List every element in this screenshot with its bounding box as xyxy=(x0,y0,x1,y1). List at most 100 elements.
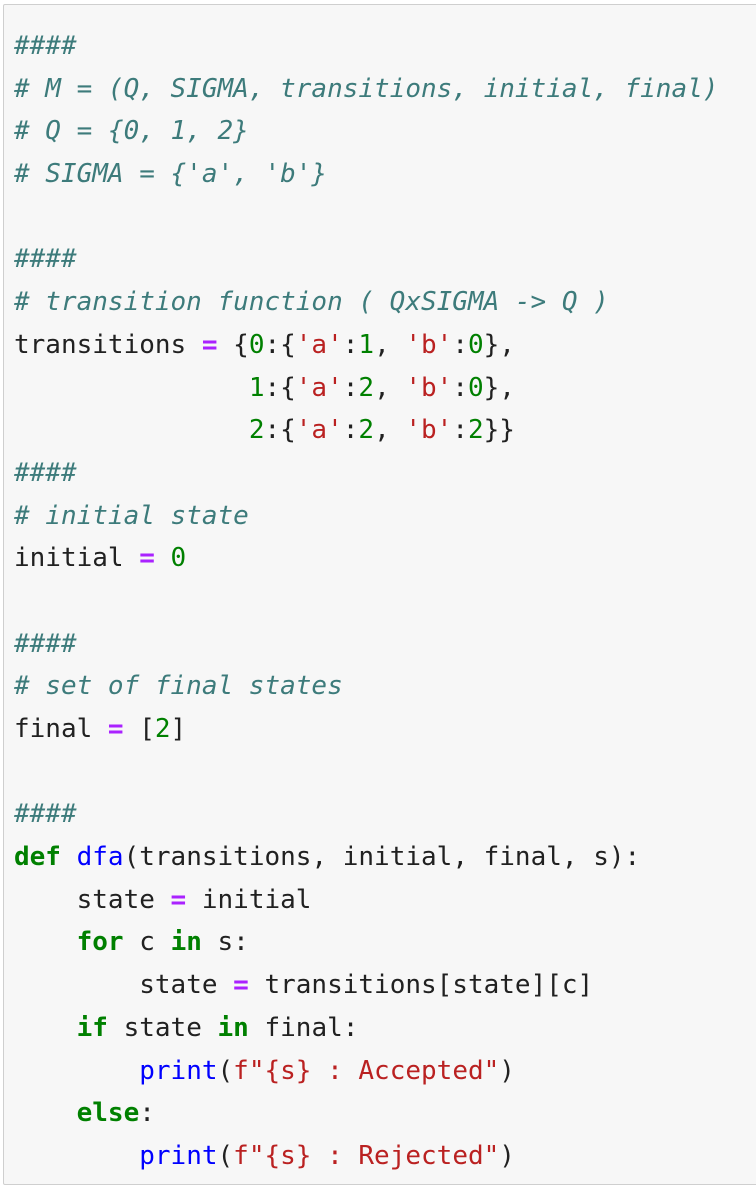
code-token-func: print xyxy=(139,1055,218,1086)
code-token-keyword: in xyxy=(217,1012,249,1043)
code-token-string: 'a' xyxy=(295,415,343,446)
code-token-punct xyxy=(14,373,249,403)
code-token-name: state xyxy=(107,1012,218,1043)
code-token-number: 1 xyxy=(358,329,375,360)
code-token-number: 0 xyxy=(170,543,187,574)
code-token-punct: :{ xyxy=(264,329,296,360)
code-token-punct xyxy=(155,543,171,573)
code-line: #### xyxy=(14,793,718,836)
code-token-comment: # initial state xyxy=(14,500,249,531)
code-token-punct: ] xyxy=(170,714,187,744)
code-token-punct xyxy=(14,970,139,1000)
code-line: # set of final states xyxy=(14,665,718,708)
code-token-comment: # Q = {0, 1, 2} xyxy=(14,116,249,147)
code-token-operator: = xyxy=(170,884,187,915)
code-token-punct: , xyxy=(374,415,406,446)
code-token-string: 'b' xyxy=(405,415,453,446)
code-block[interactable]: #### # M = (Q, SIGMA, transitions, initia… xyxy=(14,25,718,1178)
code-line: # Q = {0, 1, 2} xyxy=(14,110,718,153)
code-token-number: 1 xyxy=(248,372,265,403)
code-token-comment: #### xyxy=(14,244,77,275)
code-token-punct: ) xyxy=(499,1055,515,1086)
code-token-punct: : xyxy=(452,329,468,360)
code-token-punct: : xyxy=(139,1098,155,1129)
code-token-number: 0 xyxy=(468,329,484,360)
code-line: print(f"{s} : Rejected") xyxy=(14,1135,718,1178)
code-token-name: c xyxy=(123,927,171,958)
code-token-comment: # M = (Q, SIGMA, transitions, initial, f… xyxy=(14,73,719,104)
code-token-keyword: in xyxy=(170,927,202,958)
code-token-operator: = xyxy=(139,543,155,574)
code-token-number: 2 xyxy=(154,714,171,744)
code-token-punct: : xyxy=(342,329,359,360)
code-token-keyword: def xyxy=(14,842,61,873)
code-line: #### xyxy=(14,25,718,68)
code-token-number: 0 xyxy=(248,329,265,360)
code-token-punct xyxy=(14,1098,77,1128)
code-token-punct: : xyxy=(452,415,468,446)
code-token-punct xyxy=(14,885,77,915)
code-line: ​ xyxy=(14,751,718,794)
code-token-punct: }, xyxy=(483,329,515,360)
code-token-punct: ) xyxy=(499,1140,515,1171)
code-token-punct xyxy=(14,1056,139,1086)
code-token-keyword: if xyxy=(76,1012,108,1043)
code-token-string: 'b' xyxy=(405,372,453,403)
code-line: 2:{'a':2, 'b':2}} xyxy=(14,409,718,452)
code-token-number: 2 xyxy=(468,415,484,446)
code-token-func: dfa xyxy=(76,842,124,873)
code-line: initial = 0 xyxy=(14,537,718,580)
code-line: # SIGMA = {'a', 'b'} xyxy=(14,153,718,196)
code-line: else: xyxy=(14,1092,718,1135)
code-line: if state in final: xyxy=(14,1007,718,1050)
code-token-comment: # SIGMA = {'a', 'b'} xyxy=(14,159,328,190)
code-token-name: state xyxy=(139,970,234,1001)
code-token-string: 'a' xyxy=(295,372,343,403)
code-token-punct xyxy=(14,1141,139,1171)
code-token-punct: :{ xyxy=(264,372,296,403)
code-token-punct: ( xyxy=(217,1055,234,1086)
code-token-punct: (transitions, initial, final, s): xyxy=(123,842,641,873)
code-token-name: transitions xyxy=(14,329,202,360)
code-token-name: final xyxy=(14,714,108,744)
code-line: #### xyxy=(14,623,718,666)
code-token-punct: : xyxy=(452,372,468,403)
code-token-string: 'a' xyxy=(295,329,343,360)
code-token-comment: #### xyxy=(14,31,77,61)
code-token-number: 2 xyxy=(248,415,265,446)
code-token-comment: #### xyxy=(14,799,77,830)
code-token-keyword: for xyxy=(76,927,124,958)
code-token-comment: # transition function ( QxSIGMA -> Q ) xyxy=(14,287,609,318)
code-token-punct xyxy=(14,927,77,957)
code-token-punct: : xyxy=(342,372,359,403)
code-token-punct: : xyxy=(342,415,359,446)
code-line: #### xyxy=(14,452,718,495)
code-token-punct: { xyxy=(217,329,249,360)
code-token-punct: }} xyxy=(483,415,515,446)
code-token-punct: [ xyxy=(123,714,155,744)
code-token-string: f"{s} : Accepted" xyxy=(233,1055,500,1086)
code-line: transitions = {0:{'a':1, 'b':0}, xyxy=(14,324,718,367)
code-token-operator: = xyxy=(107,714,124,744)
code-token-name: transitions[state][c] xyxy=(248,970,594,1001)
code-token-number: 0 xyxy=(468,372,484,403)
code-line: 1:{'a':2, 'b':0}, xyxy=(14,367,718,410)
code-token-func: print xyxy=(139,1140,218,1171)
code-token-name: initial xyxy=(186,884,312,915)
code-line: for c in s: xyxy=(14,921,718,964)
code-line: # M = (Q, SIGMA, transitions, initial, f… xyxy=(14,68,718,111)
code-token-number: 2 xyxy=(358,415,375,446)
code-line: # transition function ( QxSIGMA -> Q ) xyxy=(14,281,718,324)
code-cell[interactable]: #### # M = (Q, SIGMA, transitions, initia… xyxy=(3,4,756,1185)
code-token-string: f"{s} : Rejected" xyxy=(233,1140,500,1171)
code-line: ​ xyxy=(14,580,718,623)
code-token-string: 'b' xyxy=(405,329,453,360)
code-token-punct: :{ xyxy=(264,415,296,446)
code-token-punct: ( xyxy=(217,1140,234,1171)
code-token-operator: = xyxy=(201,329,218,360)
code-line: print(f"{s} : Accepted") xyxy=(14,1050,718,1093)
code-token-keyword: else xyxy=(76,1098,140,1129)
code-token-punct: , xyxy=(374,372,406,403)
code-token-name: final: xyxy=(248,1012,359,1043)
code-line: #### xyxy=(14,238,718,281)
